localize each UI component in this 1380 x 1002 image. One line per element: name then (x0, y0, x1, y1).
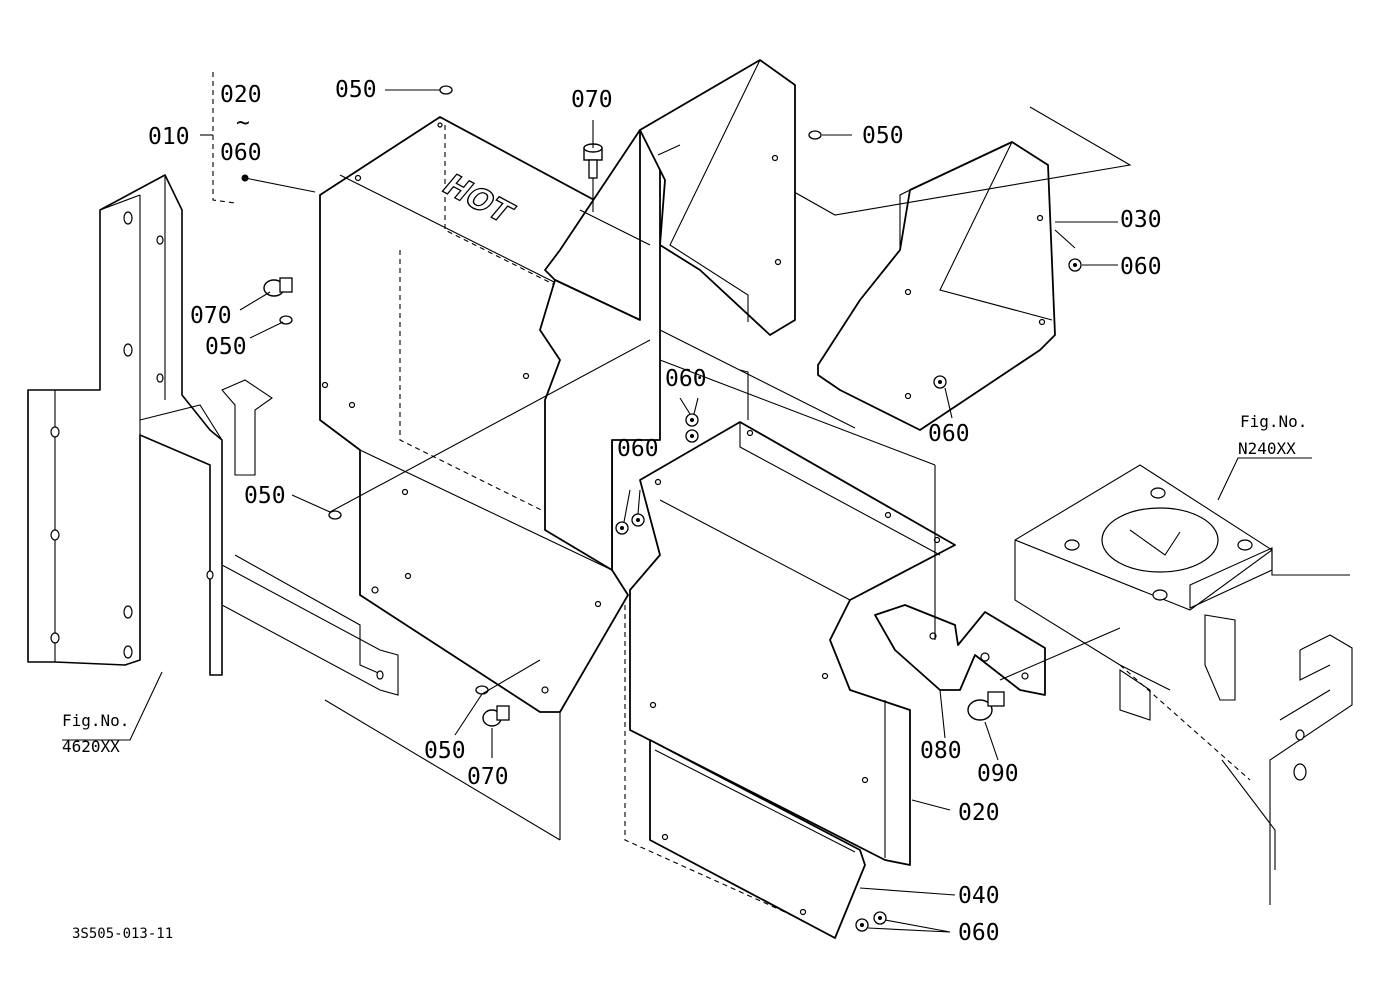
bolt-070-bottom (482, 705, 510, 727)
label-050-bottom: 050 (424, 738, 466, 764)
right-fig-number: N240XX (1238, 439, 1296, 458)
center-upper-shield (539, 59, 936, 571)
right-fig-title: Fig.No. (1240, 412, 1307, 431)
label-030: 030 (1120, 207, 1162, 233)
bolt-090 (967, 691, 1005, 721)
label-040: 040 (958, 883, 1000, 909)
label-080: 080 (920, 738, 962, 764)
lower-shield-020 (624, 421, 956, 931)
leader-lines (200, 72, 1121, 933)
label-060-center-b: 060 (617, 436, 659, 462)
label-060-right-mid: 060 (928, 421, 970, 447)
label-060-bottom: 060 (958, 920, 1000, 946)
left-fig-number: 4620XX (62, 737, 120, 756)
label-010-range-to: 060 (220, 140, 262, 166)
figure-references: Fig.No. 4620XX Fig.No. N240XX 3S505-013-… (62, 412, 1307, 942)
drawing-code: 3S505-013-11 (72, 926, 173, 942)
bolt-070-top (583, 143, 603, 179)
bracket-080 (874, 604, 1046, 696)
label-060-right-top: 060 (1120, 254, 1162, 280)
label-060-center-a: 060 (665, 366, 707, 392)
part-labels: 010 020 ~ 060 050 070 050 030 060 070 05… (148, 77, 1162, 946)
plate-040 (649, 739, 866, 939)
right-frame-assembly (1014, 457, 1353, 905)
label-070-top: 070 (571, 87, 613, 113)
label-020: 020 (958, 800, 1000, 826)
label-050-right: 050 (862, 123, 904, 149)
label-090: 090 (977, 761, 1019, 787)
label-050-left: 050 (205, 334, 247, 360)
label-050-top: 050 (335, 77, 377, 103)
label-010-range-tilde: ~ (236, 110, 250, 136)
label-010: 010 (148, 124, 190, 150)
label-050-mid: 050 (244, 483, 286, 509)
left-frame-assembly (27, 174, 561, 841)
label-070-left: 070 (190, 303, 232, 329)
label-070-bottom: 070 (467, 764, 509, 790)
label-010-range-from: 020 (220, 82, 262, 108)
left-fig-title: Fig.No. (62, 711, 129, 730)
hardware (241, 85, 1082, 932)
side-shield-030 (754, 106, 1132, 431)
